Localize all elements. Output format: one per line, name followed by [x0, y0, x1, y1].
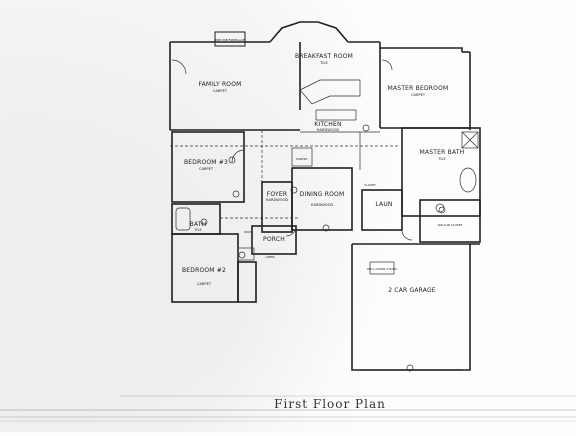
- shower-x: [461, 131, 479, 149]
- room-master-name: MASTER BEDROOM: [388, 85, 449, 92]
- label-linen: LINEN: [266, 255, 275, 259]
- room-labels: FAMILY ROOM CARPET BREAKFAST ROOM TILE M…: [182, 38, 464, 294]
- detail-marker: [438, 206, 446, 214]
- detail-marker: [228, 156, 236, 164]
- wall-bedroom3: [171, 131, 245, 203]
- room-dining-name: DINING ROOM: [300, 191, 345, 198]
- wall-master-top: [379, 42, 463, 52]
- label-pantry: PANTRY: [296, 157, 308, 161]
- fireplace-box: [214, 31, 246, 47]
- pull-down-stairs-box: [369, 261, 395, 275]
- plan-title: First Floor Plan: [274, 397, 386, 411]
- room-bedroom3-floor: CARPET: [199, 167, 214, 171]
- wall-laundry: [361, 189, 403, 231]
- wall-porch: [251, 225, 297, 255]
- room-family-name: FAMILY ROOM: [198, 81, 241, 88]
- room-master-floor: CARPET: [411, 93, 426, 97]
- interior-details: [170, 59, 479, 372]
- room-breakfast-name: BREAKFAST ROOM: [295, 53, 353, 60]
- wall-breakfast-bay: [269, 21, 349, 43]
- wall-foyer: [261, 181, 293, 233]
- room-bath-floor: TILE: [193, 228, 202, 232]
- door-swing: [171, 59, 187, 75]
- door-swing: [285, 225, 297, 237]
- linen-box: [237, 247, 255, 261]
- room-master-bath-floor: TILE: [437, 157, 446, 161]
- room-bath-name: BATH: [190, 221, 207, 228]
- door-swing: [381, 59, 393, 71]
- detail-marker: [362, 124, 370, 132]
- room-foyer-name: FOYER: [267, 191, 287, 198]
- detail-marker: [290, 186, 298, 194]
- room-garage-name: 2 CAR GARAGE: [388, 287, 436, 294]
- room-porch-name: PORCH: [263, 236, 285, 243]
- label-closet: CLOSET: [364, 183, 376, 187]
- garage-marker: [406, 364, 414, 372]
- room-kitchen-name: KITCHEN: [314, 121, 341, 128]
- room-bedroom2-floor: CARPET: [197, 282, 212, 286]
- label-fireplace: PRE-FAB FIREPLACE: [215, 38, 245, 42]
- pantry-box: [291, 147, 313, 167]
- label-pull-down-stairs: PULL DOWN STAIRS: [367, 267, 397, 271]
- wall-walk-in-closet: [419, 199, 481, 243]
- kitchen-cabinet-run: [299, 79, 361, 105]
- door-swing: [231, 149, 245, 163]
- room-bedroom3-name: BEDROOM #3: [184, 159, 228, 166]
- room-family-floor: CARPET: [213, 89, 228, 93]
- master-tub: [459, 167, 477, 193]
- room-laun-name: LAUN: [375, 201, 392, 208]
- door-swing: [401, 229, 413, 241]
- room-bedroom2-name: BEDROOM #2: [182, 267, 226, 274]
- detail-marker: [322, 224, 330, 232]
- room-dining-floor: HARDWOOD: [311, 203, 334, 207]
- room-kitchen-floor: HARDWOOD: [317, 128, 340, 132]
- detail-marker: [232, 190, 240, 198]
- room-breakfast-floor: TILE: [319, 61, 328, 65]
- label-walk-in-closet: WALK-IN CLOSET: [438, 223, 463, 227]
- room-master-bath-name: MASTER BATH: [420, 149, 465, 156]
- kitchen-island: [315, 109, 357, 121]
- wall-closet-b2: [237, 261, 257, 303]
- detail-marker: [238, 251, 246, 259]
- tub-fixture: [175, 207, 191, 231]
- room-foyer-floor: HARDWOOD: [266, 198, 289, 202]
- shower-box: [461, 131, 479, 149]
- toilet: [200, 218, 208, 226]
- wall-master-bath: [401, 127, 481, 217]
- wall-dining: [291, 167, 353, 231]
